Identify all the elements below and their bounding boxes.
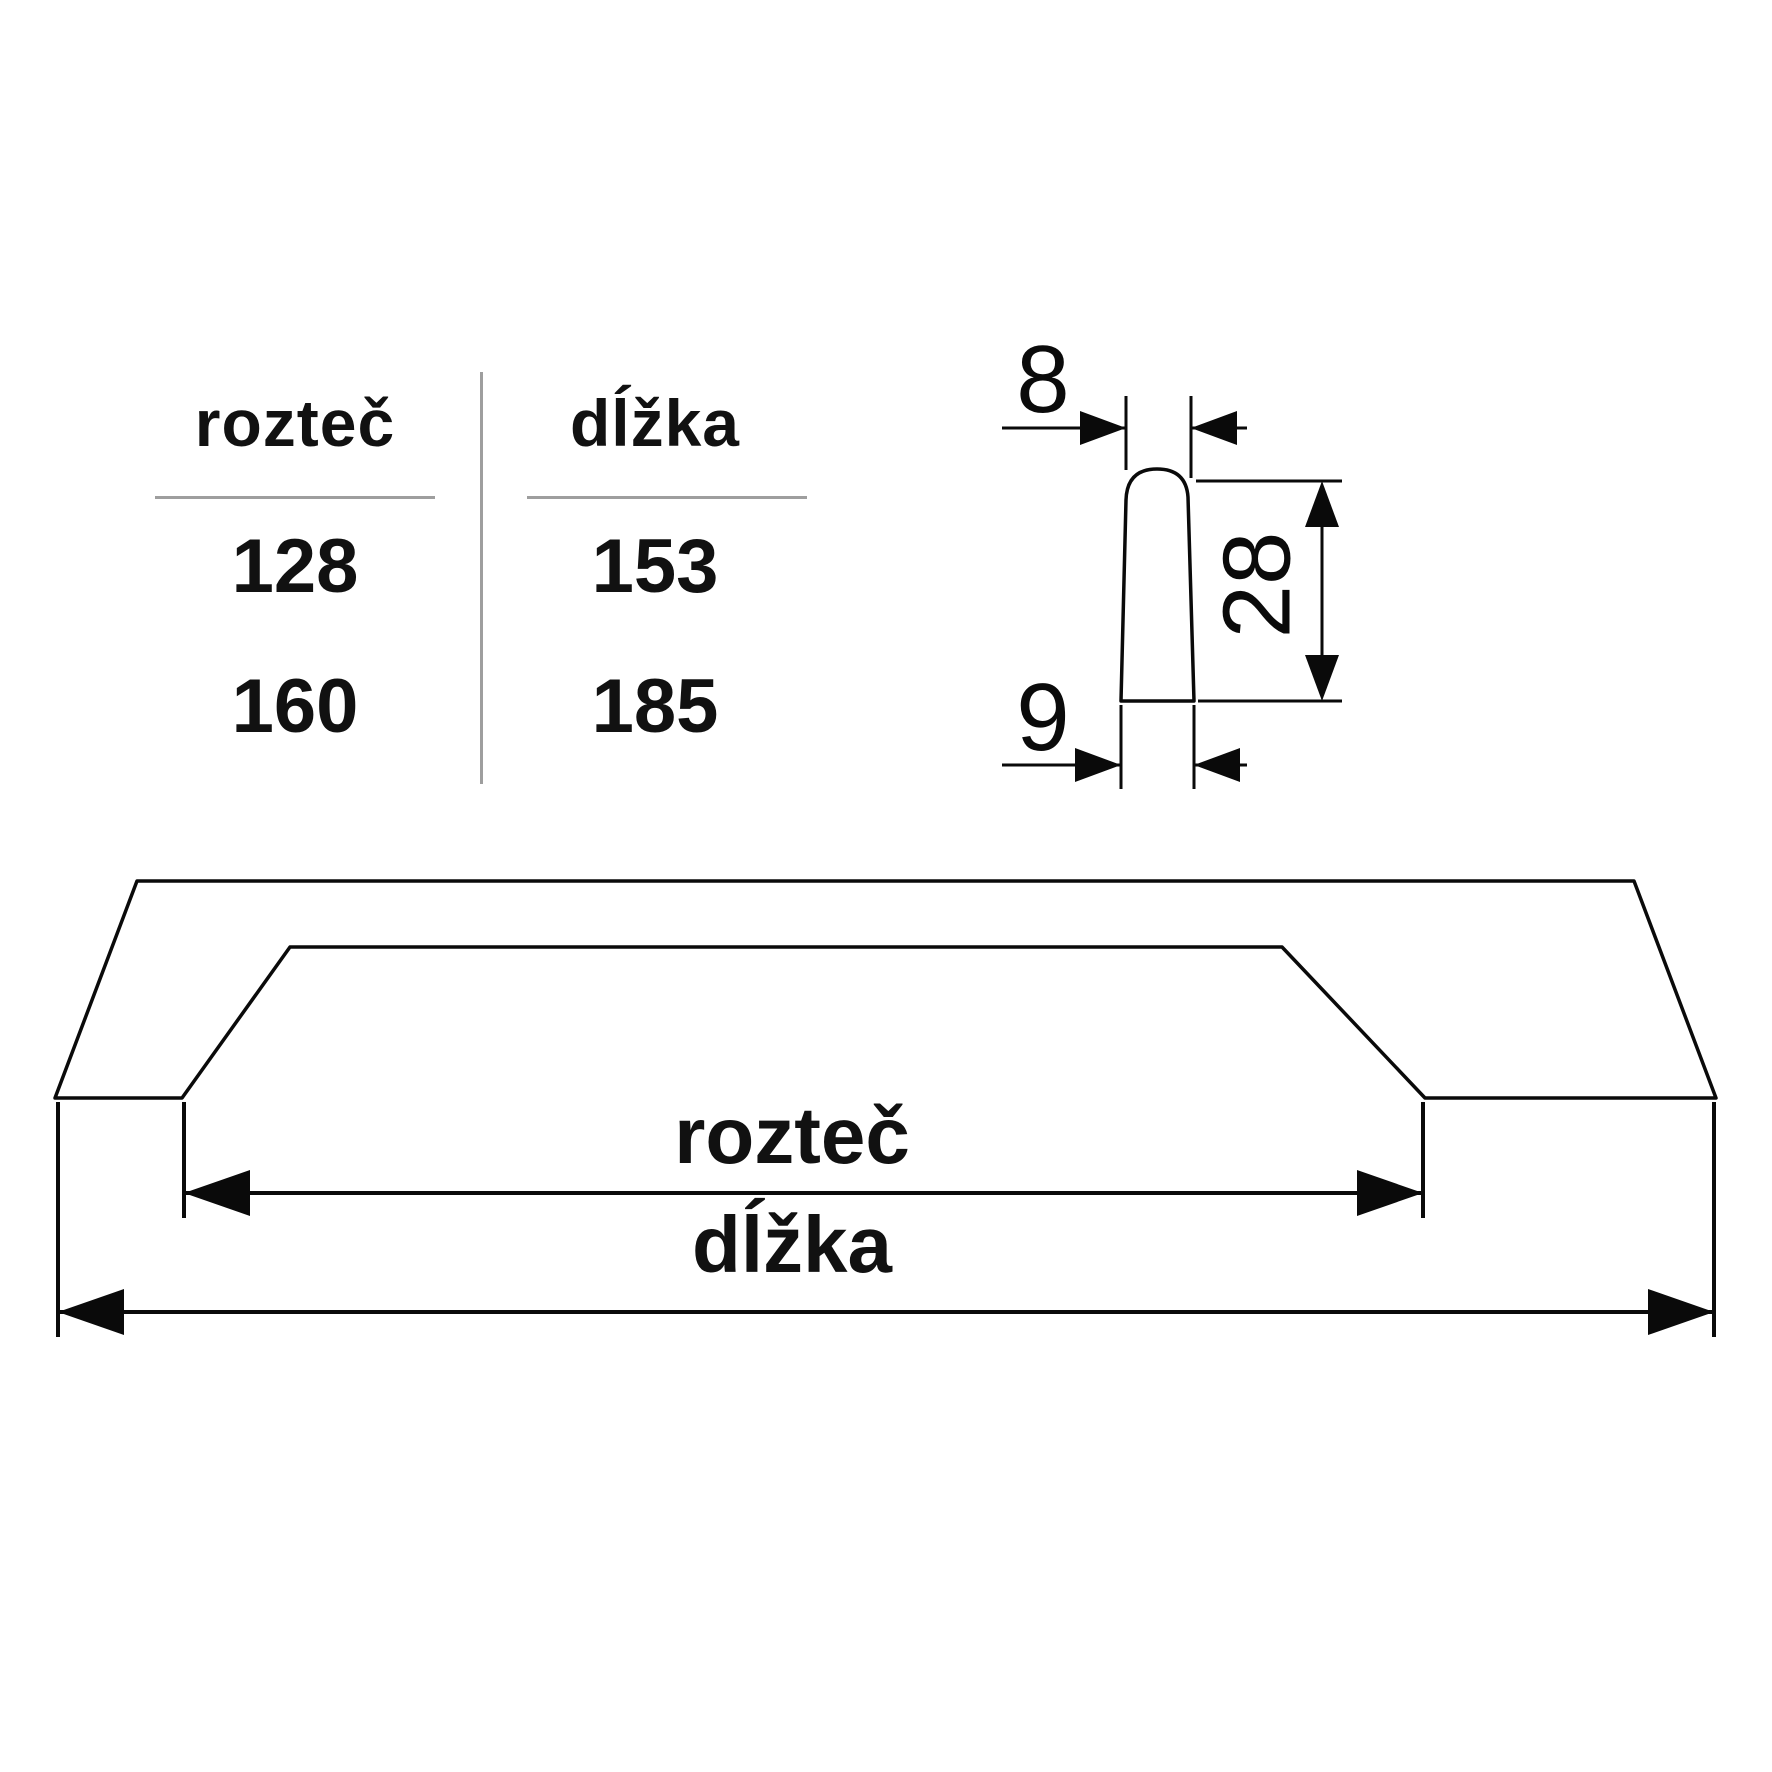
table-cell-roztec-1: 128 — [231, 524, 359, 609]
arrowhead-icon — [1305, 481, 1339, 527]
arrowhead-icon — [1357, 1170, 1423, 1216]
arrowhead-icon — [1305, 655, 1339, 701]
cross-section-view: 8 28 9 — [1002, 326, 1342, 789]
table-cell-roztec-2: 160 — [231, 664, 359, 749]
table-underline-right — [527, 496, 807, 499]
arrowhead-icon — [184, 1170, 250, 1216]
handle-outline — [53, 879, 1718, 1100]
arrowhead-icon — [1191, 411, 1237, 445]
table-header-dlzka: dĺžka — [569, 386, 741, 460]
front-view: rozteč dĺžka — [53, 879, 1718, 1337]
arrowhead-icon — [1075, 748, 1121, 782]
cross-section-profile — [1119, 467, 1196, 703]
table-column-divider — [480, 372, 483, 784]
spacing-label: rozteč — [674, 1091, 910, 1180]
table-cell-dlzka-1: 153 — [591, 524, 719, 609]
dim-label-bottom-width: 9 — [1016, 664, 1069, 771]
arrowhead-icon — [58, 1289, 124, 1335]
arrowhead-icon — [1194, 748, 1240, 782]
table-underline-left — [155, 496, 435, 499]
dim-label-height: 28 — [1204, 532, 1311, 639]
length-label: dĺžka — [692, 1197, 893, 1289]
arrowhead-icon — [1648, 1289, 1714, 1335]
arrowhead-icon — [1080, 411, 1126, 445]
table-header-roztec: rozteč — [194, 386, 396, 460]
dim-label-top-width: 8 — [1016, 326, 1069, 433]
table-cell-dlzka-2: 185 — [591, 664, 719, 749]
